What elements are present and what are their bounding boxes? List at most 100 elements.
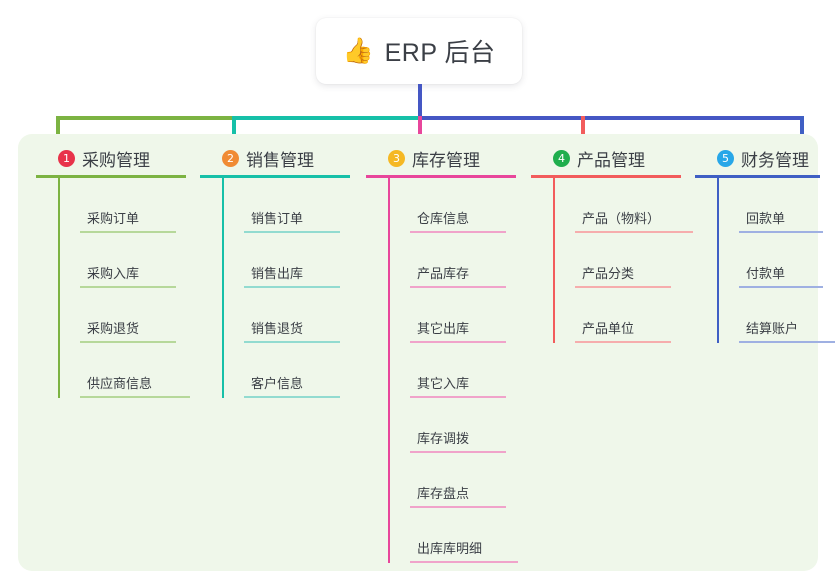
bus-drop-1: [56, 116, 60, 145]
branch-title: 财务管理: [741, 150, 809, 170]
leaf-label: 采购入库: [87, 266, 140, 281]
branch-number-badge: 1: [58, 149, 75, 167]
branch-underline: [366, 175, 516, 178]
leaf-node[interactable]: 出库库明细: [410, 508, 518, 563]
leaf-node[interactable]: 产品单位: [575, 288, 681, 343]
leaf-label: 付款单: [746, 266, 786, 281]
branch-children: 产品（物料） 产品分类产品单位: [553, 178, 693, 343]
leaf-label: 库存调拨: [417, 431, 470, 446]
leaf-underline: [244, 286, 340, 288]
leaf-underline: [80, 286, 176, 288]
leaf-node[interactable]: 客户信息: [244, 343, 350, 398]
leaf-node[interactable]: 产品分类: [575, 233, 681, 288]
leaf-underline: [80, 231, 176, 233]
leaf-label: 库存盘点: [417, 486, 470, 501]
leaf-node[interactable]: 结算账户: [739, 288, 835, 343]
branch-number-badge: 4: [553, 149, 570, 167]
branch-children: 采购订单采购入库采购退货供应商信息: [58, 178, 190, 398]
leaf-underline: [244, 396, 340, 398]
leaf-underline: [575, 341, 671, 343]
leaf-underline: [739, 231, 823, 233]
leaf-underline: [739, 286, 823, 288]
leaf-node[interactable]: 仓库信息: [410, 178, 516, 233]
leaf-node[interactable]: 供应商信息: [80, 343, 190, 398]
leaf-node[interactable]: 其它出库: [410, 288, 516, 343]
leaf-label: 采购退货: [87, 321, 140, 336]
leaf-underline: [575, 286, 671, 288]
leaf-node[interactable]: 采购退货: [80, 288, 186, 343]
leaf-underline: [575, 231, 693, 233]
branch-header-2[interactable]: 2 销售管理: [200, 146, 350, 170]
leaf-label: 产品分类: [582, 266, 635, 281]
diagram-panel: [18, 134, 818, 571]
bus-drop-2: [232, 116, 236, 145]
branch-children: 回款单付款单结算账户: [717, 178, 835, 343]
branch-header-1[interactable]: 1 采购管理: [36, 146, 186, 170]
branch-spine: [58, 178, 60, 398]
leaf-label: 产品（物料）: [582, 211, 661, 226]
leaf-underline: [410, 286, 506, 288]
leaf-label: 供应商信息: [87, 376, 153, 391]
branch-column-5: 5 财务管理回款单付款单结算账户: [695, 146, 835, 343]
bus-segment-3: [418, 116, 804, 120]
leaf-label: 其它出库: [417, 321, 470, 336]
leaf-underline: [80, 396, 190, 398]
root-title: ERP 后台: [384, 39, 496, 67]
bus-drop-5: [800, 116, 804, 145]
branch-spine: [388, 178, 390, 563]
branch-header-5[interactable]: 5 财务管理: [695, 146, 820, 170]
leaf-label: 仓库信息: [417, 211, 470, 226]
leaf-node[interactable]: 库存盘点: [410, 453, 516, 508]
bus-segment-1: [56, 116, 234, 120]
branch-underline: [695, 175, 820, 178]
branch-underline: [531, 175, 681, 178]
branch-number-badge: 3: [388, 149, 405, 167]
root-node[interactable]: 👍 ERP 后台: [316, 18, 522, 84]
leaf-underline: [244, 231, 340, 233]
leaf-node[interactable]: 销售出库: [244, 233, 350, 288]
leaf-underline: [410, 341, 506, 343]
branch-title: 销售管理: [246, 150, 314, 170]
leaf-underline: [80, 341, 176, 343]
leaf-node[interactable]: 回款单: [739, 178, 823, 233]
leaf-node[interactable]: 付款单: [739, 233, 823, 288]
leaf-underline: [410, 451, 506, 453]
bus-drop-4: [581, 116, 585, 145]
leaf-underline: [410, 396, 506, 398]
leaf-node[interactable]: 采购订单: [80, 178, 186, 233]
branch-number-badge: 2: [222, 149, 239, 167]
leaf-label: 其它入库: [417, 376, 470, 391]
branch-header-3[interactable]: 3 库存管理: [366, 146, 516, 170]
leaf-node[interactable]: 产品库存: [410, 233, 516, 288]
branch-title: 采购管理: [82, 150, 150, 170]
leaf-node[interactable]: 采购入库: [80, 233, 186, 288]
leaf-node[interactable]: 库存调拨: [410, 398, 516, 453]
leaf-underline: [410, 506, 506, 508]
branch-title: 库存管理: [412, 150, 480, 170]
bus-stem: [418, 84, 422, 118]
branch-underline: [36, 175, 186, 178]
leaf-underline: [244, 341, 340, 343]
branch-spine: [717, 178, 719, 343]
leaf-node[interactable]: 销售退货: [244, 288, 350, 343]
leaf-underline: [410, 561, 518, 563]
leaf-underline: [410, 231, 506, 233]
thumbs-up-icon: 👍: [342, 36, 374, 65]
leaf-node[interactable]: 产品（物料）: [575, 178, 693, 233]
branch-spine: [222, 178, 224, 398]
leaf-label: 产品单位: [582, 321, 635, 336]
leaf-label: 产品库存: [417, 266, 470, 281]
leaf-label: 出库库明细: [417, 541, 483, 556]
branch-underline: [200, 175, 350, 178]
bus-drop-3: [418, 116, 422, 145]
branch-number-badge: 5: [717, 149, 734, 167]
leaf-node[interactable]: 销售订单: [244, 178, 350, 233]
leaf-label: 销售退货: [251, 321, 304, 336]
branch-children: 销售订单销售出库销售退货客户信息: [222, 178, 350, 398]
branch-children: 仓库信息产品库存其它出库其它入库库存调拨库存盘点出库库明细: [388, 178, 518, 563]
leaf-label: 结算账户: [746, 321, 799, 336]
leaf-node[interactable]: 其它入库: [410, 343, 516, 398]
branch-column-3: 3 库存管理仓库信息产品库存其它出库其它入库库存调拨库存盘点出库库明细: [366, 146, 518, 563]
leaf-label: 采购订单: [87, 211, 140, 226]
